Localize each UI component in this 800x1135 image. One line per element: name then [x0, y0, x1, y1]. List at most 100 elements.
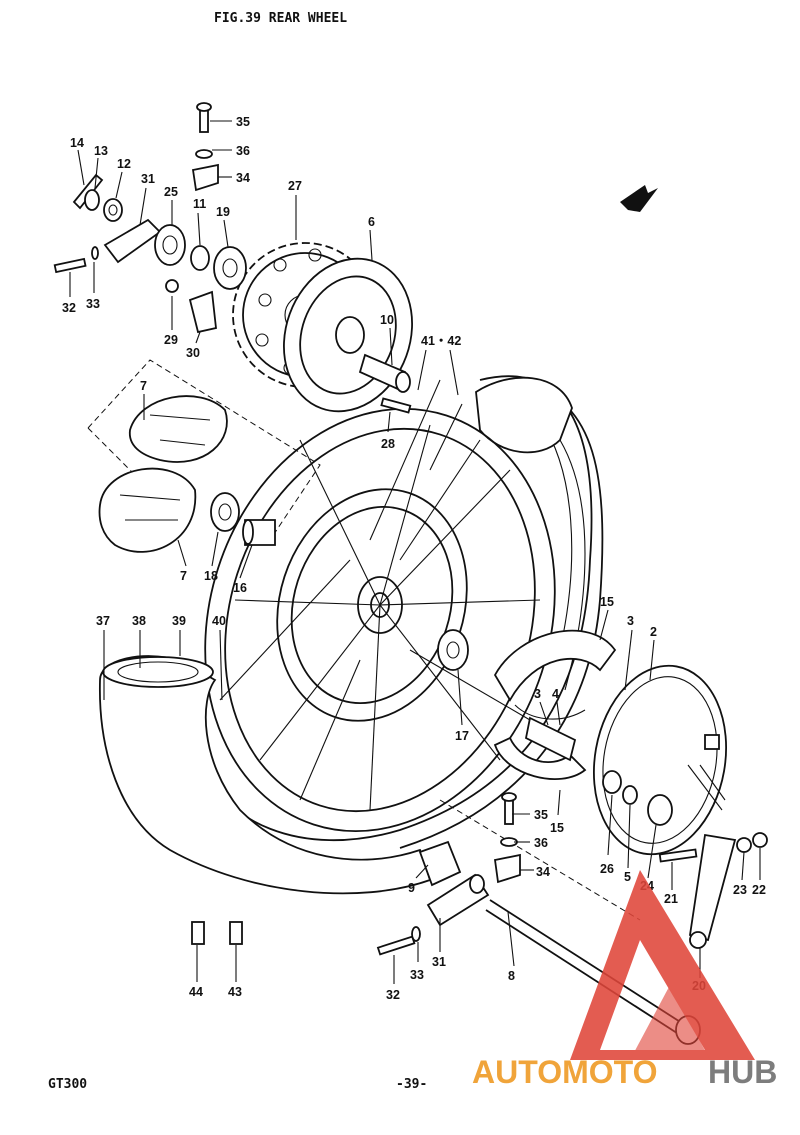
callout-41-42: 41・42: [421, 334, 461, 348]
washer-36: [195, 149, 213, 159]
callout-34-top: 34: [236, 171, 250, 185]
callout-32-top: 32: [62, 301, 76, 315]
right-axle-parts: [376, 792, 521, 956]
callout-33-lower: 33: [410, 968, 424, 982]
bolt-32-top: [53, 257, 87, 274]
tire-section-top: [475, 376, 573, 454]
callout-4: 4: [552, 687, 559, 701]
bearing-24: [647, 794, 673, 826]
callout-17: 17: [455, 729, 469, 743]
callout-28: 28: [381, 437, 395, 451]
callout-36-lower: 36: [534, 836, 548, 850]
callout-16: 16: [233, 581, 247, 595]
washer-33-top: [91, 246, 99, 260]
top-adjuster-parts: [191, 102, 219, 192]
adjuster-34-lower: [493, 853, 521, 884]
sprocket-drum: [283, 257, 413, 413]
figure-title: FIG.39 REAR WHEEL: [214, 11, 347, 26]
callout-35-lower: 35: [534, 808, 548, 822]
callout-27: 27: [288, 179, 302, 193]
callout-22: 22: [752, 883, 766, 897]
callout-39: 39: [172, 614, 186, 628]
callout-3-mid: 3: [534, 687, 541, 701]
logo-triangle-icon: [570, 870, 755, 1060]
callout-15-top: 15: [600, 595, 614, 609]
direction-arrow-icon: [620, 185, 658, 212]
callout-15-lower: 15: [550, 821, 564, 835]
seal-17: [437, 629, 469, 671]
lever-20: [688, 833, 737, 942]
lock-30: [188, 290, 217, 334]
callout-12: 12: [117, 157, 131, 171]
callout-29: 29: [164, 333, 178, 347]
left-axle-parts: [53, 173, 247, 334]
callout-36-top: 36: [236, 144, 250, 158]
bolt-32-lower: [376, 935, 416, 956]
callout-25: 25: [164, 185, 178, 199]
callout-7-top: 7: [140, 379, 147, 393]
callout-3-top: 3: [627, 614, 634, 628]
watermark-gray: HUB: [708, 1054, 777, 1090]
washer-12: [103, 198, 123, 222]
footer-page: -39-: [396, 1077, 427, 1092]
axle-group-outline: [439, 799, 641, 921]
leader-lines: [69, 120, 761, 984]
callout-13: 13: [94, 144, 108, 158]
watermark-orange: AUTOMOTO: [472, 1054, 657, 1090]
spoke-42: [429, 403, 463, 471]
callout-18: 18: [204, 569, 218, 583]
hub-dampers: [98, 395, 276, 553]
bearing-18: [210, 492, 240, 532]
cam-4: [524, 716, 577, 762]
callout-14: 14: [70, 136, 84, 150]
callout-38: 38: [132, 614, 146, 628]
automotohub-logo: [570, 870, 755, 1060]
nut-29: [165, 279, 179, 293]
adjuster-34: [191, 163, 219, 192]
callout-11: 11: [193, 197, 206, 211]
footer-model: GT300: [48, 1077, 87, 1092]
bearing-19: [213, 246, 247, 290]
callout-40: 40: [212, 614, 226, 628]
callout-8: 8: [508, 969, 515, 983]
callout-43: 43: [228, 985, 242, 999]
bolt-28: [380, 397, 412, 414]
brake-lever: [658, 832, 768, 949]
washer-23: [736, 837, 752, 853]
spoke-41: [369, 379, 441, 541]
wheel-rim: [204, 407, 556, 833]
callout-31-top: 31: [141, 172, 155, 186]
callout-33-top: 33: [86, 297, 100, 311]
callout-30: 30: [186, 346, 200, 360]
valve-43: [229, 921, 243, 945]
callout-34-lower: 34: [536, 865, 550, 879]
callout-35-top: 35: [236, 115, 250, 129]
callout-2: 2: [650, 625, 657, 639]
nut-22: [752, 832, 768, 848]
nut-13: [84, 189, 100, 211]
brake-panel: [592, 664, 728, 856]
washer-33-lower: [411, 926, 421, 942]
callout-6: 6: [368, 215, 375, 229]
panel-stud: [704, 734, 720, 750]
bolt-21: [658, 848, 698, 863]
callout-32-lower: 32: [386, 988, 400, 1002]
callout-19: 19: [216, 205, 230, 219]
chain-adjuster-31: [103, 218, 162, 264]
tire-cross-section: [99, 655, 432, 895]
callout-21: 21: [664, 892, 678, 906]
callout-10: 10: [380, 313, 394, 327]
callout-labels: 35 36 34 14 13 12 31 25 11 19 27 6 32 33…: [62, 115, 766, 1002]
seal-5: [622, 785, 638, 805]
tire-valves: [191, 921, 243, 945]
callout-44: 44: [189, 985, 203, 999]
bearing-25: [154, 224, 186, 266]
spacer-9: [418, 840, 462, 887]
washer-26: [602, 770, 622, 794]
brake-shoes: [493, 629, 617, 780]
callout-7-bottom: 7: [180, 569, 187, 583]
logo-inner-triangle-icon: [630, 985, 710, 1060]
callout-23: 23: [733, 883, 747, 897]
